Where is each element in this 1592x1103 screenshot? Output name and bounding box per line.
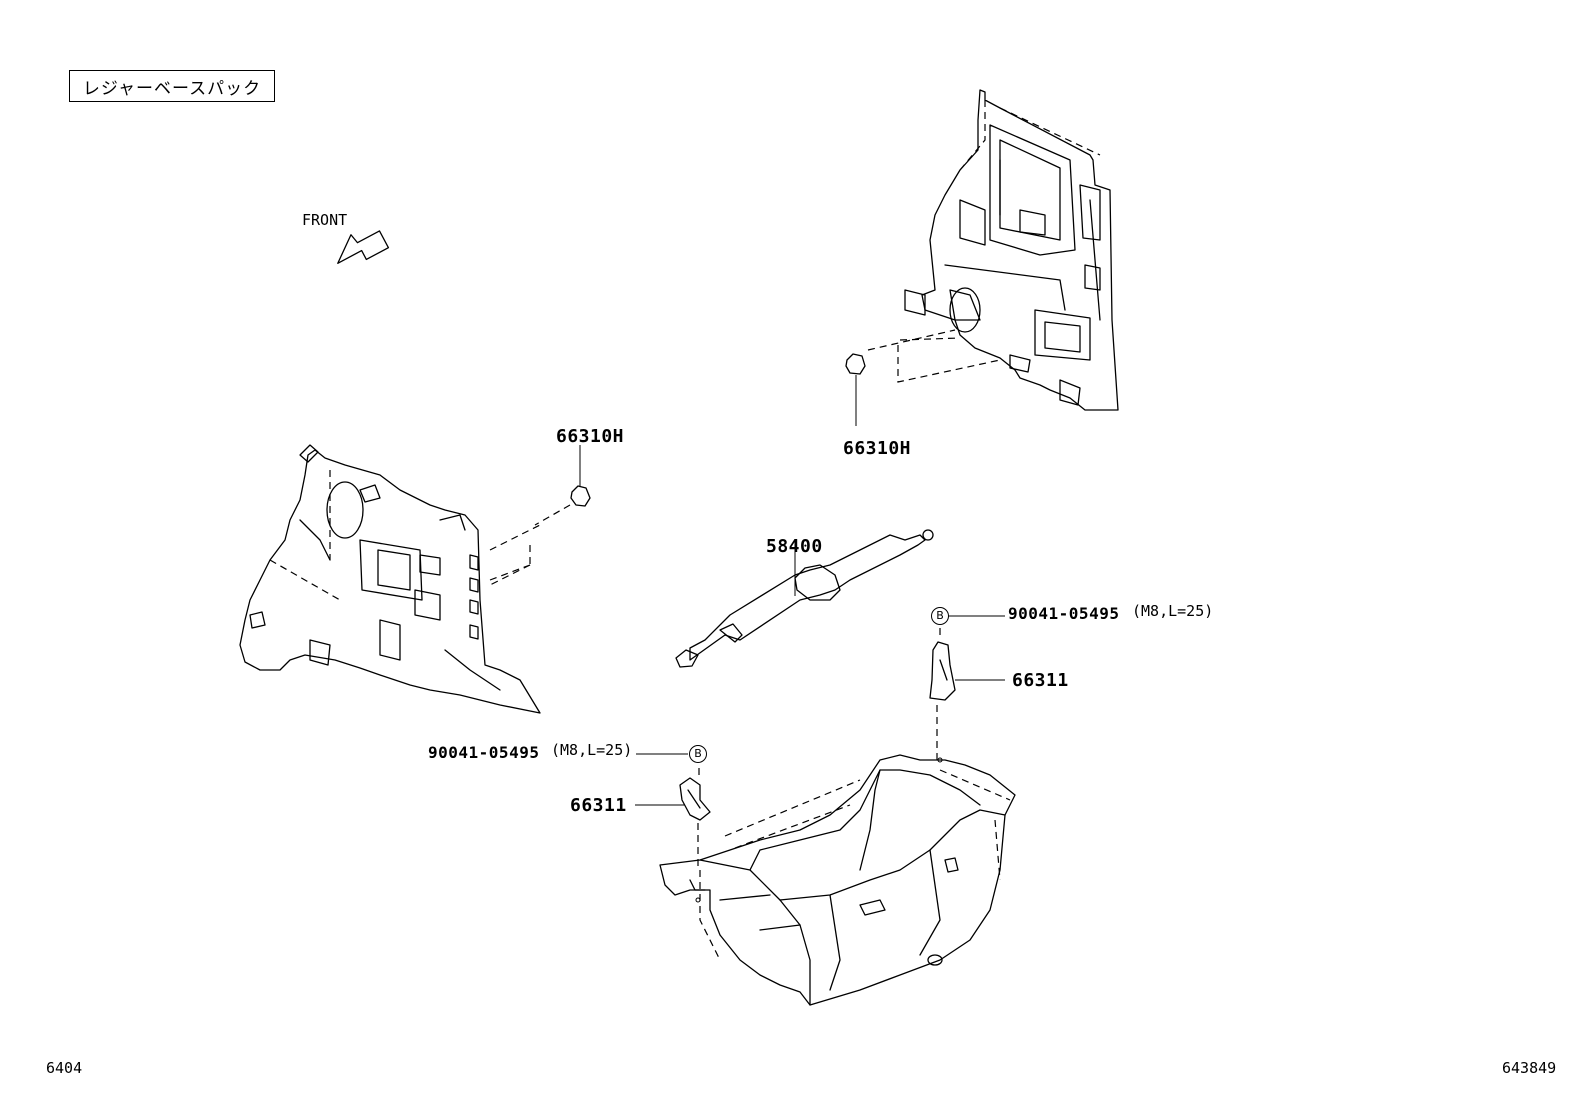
part-number-66310H-upper: 66310H bbox=[843, 438, 912, 459]
quarter-trim-panel-drawing bbox=[239, 444, 541, 714]
bolt-number-right: 90041-05495 bbox=[1008, 604, 1120, 623]
footer-left-code: 6404 bbox=[46, 1059, 83, 1077]
part-number-66311-left: 66311 bbox=[570, 795, 627, 816]
variant-label-box: レジャーベースパック bbox=[69, 70, 275, 102]
bolt-spec-left: (M8,L=25) bbox=[551, 741, 633, 759]
bracket-66311-left-icon bbox=[635, 768, 711, 903]
strap-58400-drawing bbox=[675, 529, 934, 668]
rear-trim-panel-drawing bbox=[867, 89, 1119, 411]
front-label: FRONT bbox=[302, 211, 348, 229]
footer-right-code: 643849 bbox=[1502, 1059, 1557, 1077]
part-number-58400: 58400 bbox=[766, 536, 823, 557]
part-number-66311-right: 66311 bbox=[1012, 670, 1069, 691]
luggage-tray-drawing bbox=[659, 754, 1016, 1006]
part-number-66310H-left: 66310H bbox=[556, 426, 625, 447]
callout-b-right: B bbox=[931, 607, 949, 625]
front-arrow-icon bbox=[337, 230, 390, 264]
clip-66310H-left-icon bbox=[534, 445, 591, 526]
clip-66310H-upper-icon bbox=[845, 353, 866, 426]
bolt-spec-right: (M8,L=25) bbox=[1132, 602, 1214, 620]
bolt-number-left: 90041-05495 bbox=[428, 743, 540, 762]
callout-b-left: B bbox=[689, 745, 707, 763]
bracket-66311-right-icon bbox=[929, 622, 1005, 765]
